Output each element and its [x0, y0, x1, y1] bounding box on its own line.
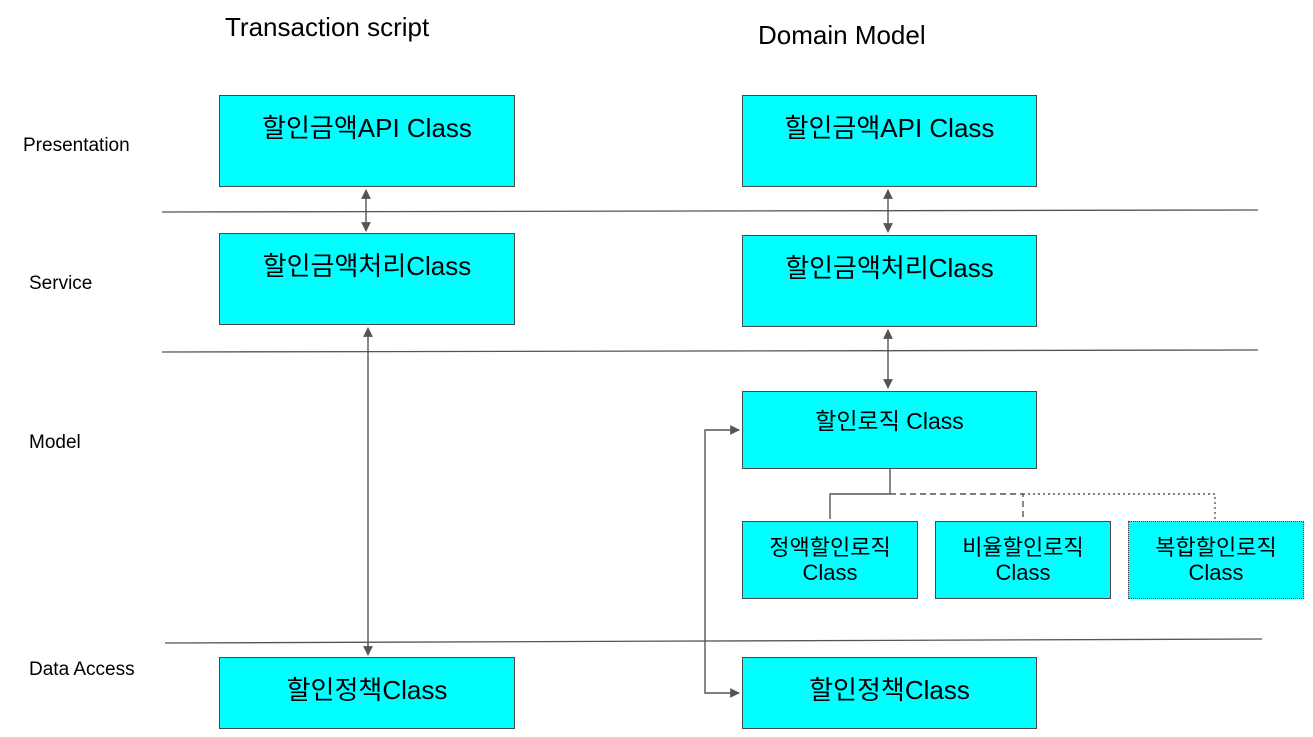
dm-api-class-label: 할인금액API Class	[784, 113, 995, 143]
dm-rate-logic-line2: Class	[995, 560, 1051, 585]
dm-processing-class-label: 할인금액처리Class	[785, 253, 994, 283]
layer-label-presentation: Presentation	[23, 135, 130, 156]
separator-presentation-service	[161, 209, 1259, 213]
ts-processing-class-label: 할인금액처리Class	[262, 251, 472, 281]
ts-policy-class-box[interactable]: 할인정책Class	[219, 657, 515, 729]
layer-label-model: Model	[29, 432, 81, 453]
dm-fixed-logic-box[interactable]: 정액할인로직 Class	[742, 521, 918, 599]
layer-label-data-access: Data Access	[29, 659, 135, 680]
dm-composite-logic-line1: 복합할인로직	[1155, 534, 1277, 560]
ts-policy-class-label: 할인정책Class	[286, 675, 448, 705]
ts-processing-class-box[interactable]: 할인금액처리Class	[219, 233, 515, 325]
dm-composite-logic-line2: Class	[1188, 560, 1244, 585]
dm-processing-class-box[interactable]: 할인금액처리Class	[742, 235, 1037, 327]
dm-rate-logic-line1: 비율할인로직	[962, 534, 1084, 560]
dm-logic-class-label: 할인로직 Class	[815, 408, 964, 434]
dm-rate-logic-box[interactable]: 비율할인로직 Class	[935, 521, 1111, 599]
dm-policy-class-box[interactable]: 할인정책Class	[742, 657, 1037, 729]
dm-fixed-logic-line1: 정액할인로직	[769, 534, 891, 560]
heading-domain-model: Domain Model	[758, 20, 926, 50]
ts-api-class-box[interactable]: 할인금액API Class	[219, 95, 515, 187]
dm-logic-class-box[interactable]: 할인로직 Class	[742, 391, 1037, 469]
layer-label-service: Service	[29, 273, 93, 294]
tree-branch-fixed	[829, 493, 890, 519]
tree-branch-composite	[1023, 493, 1216, 519]
dm-policy-class-label: 할인정책Class	[809, 675, 970, 705]
separator-model-data-access	[164, 638, 1263, 644]
ts-api-class-label: 할인금액API Class	[262, 113, 472, 143]
dm-composite-logic-box[interactable]: 복합할인로직 Class	[1128, 521, 1304, 599]
dm-fixed-logic-line2: Class	[802, 560, 858, 585]
tree-branch-rate	[890, 493, 1024, 519]
heading-transaction-script: Transaction script	[225, 12, 430, 42]
dm-api-class-box[interactable]: 할인금액API Class	[742, 95, 1037, 187]
separator-service-model	[161, 349, 1259, 353]
dm-arrow-logic-policy	[704, 425, 740, 698]
